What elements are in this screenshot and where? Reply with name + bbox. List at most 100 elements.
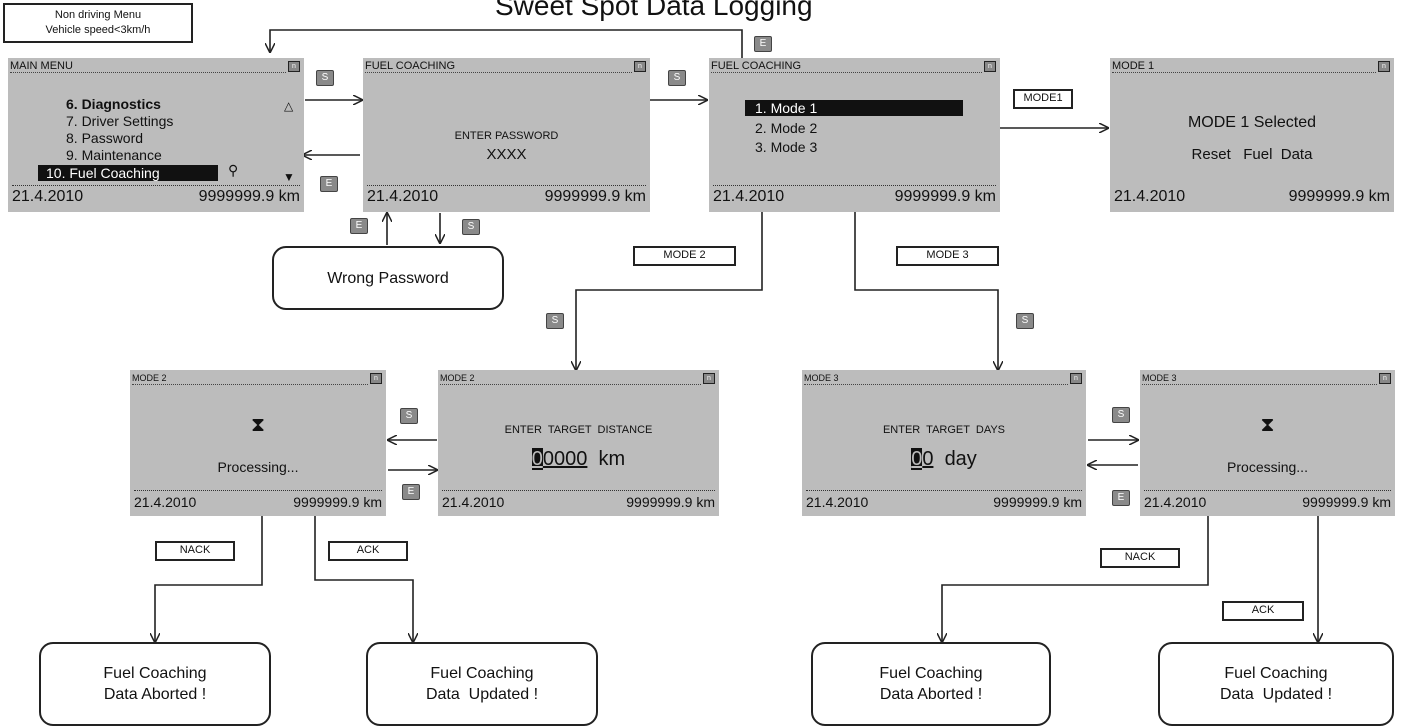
display-status-icon: n <box>1378 61 1390 72</box>
key-s-icon: S <box>1016 313 1034 329</box>
aborted-line-2: Data Aborted ! <box>879 686 983 703</box>
key-s-icon: S <box>546 313 564 329</box>
condition-note: Non driving Menu Vehicle speed<3km/h <box>3 3 193 43</box>
menu-item-password[interactable]: 8. Password <box>66 130 144 146</box>
diagram-title: Sweet Spot Data Logging <box>495 0 813 21</box>
wrong-password-box: Wrong Password <box>272 246 504 310</box>
footer-date: 21.4.2010 <box>134 494 197 510</box>
cursor-digit[interactable]: 0 <box>911 448 923 470</box>
wrench-icon: ⚲ <box>228 162 239 178</box>
condition-line-2: Vehicle speed<3km/h <box>45 24 151 36</box>
hourglass-icon: ⧗ <box>1260 414 1275 436</box>
screen-header: MODE 1 <box>1112 60 1376 73</box>
distance-unit: km <box>598 448 626 470</box>
key-e-icon: E <box>402 484 420 500</box>
scroll-up-icon[interactable]: △ <box>284 99 294 113</box>
hourglass-icon: ⧗ <box>250 414 266 436</box>
footer-date: 21.4.2010 <box>442 494 505 510</box>
scroll-down-icon[interactable]: ▼ <box>283 170 295 184</box>
mode1-selected-text: MODE 1 Selected <box>1187 114 1317 131</box>
arrow-mode3-nack <box>942 515 1209 642</box>
display-status-icon: n <box>370 373 382 384</box>
main-menu-screen: MAIN MENU n 6. Diagnostics △ 7. Driver S… <box>8 58 304 212</box>
menu-item-fuel-coaching[interactable]: 10. Fuel Coaching <box>38 165 218 181</box>
key-e-icon: E <box>320 176 338 192</box>
distance-value: 0000 <box>542 448 588 470</box>
target-distance-field[interactable]: 00000 km <box>438 448 719 471</box>
fuel-coaching-screen: FUEL COACHING n 1. Mode 1 2. Mode 2 3. M… <box>709 58 1000 212</box>
cursor-digit[interactable]: 0 <box>531 448 543 470</box>
screen-header: FUEL COACHING <box>365 60 632 73</box>
aborted-line-1: Fuel Coaching <box>879 665 983 682</box>
key-e-icon: E <box>754 36 772 52</box>
mode2-label: MODE 2 <box>633 246 736 266</box>
condition-line-1: Non driving Menu <box>54 9 142 21</box>
target-days-field[interactable]: 00 day <box>802 448 1086 471</box>
days-unit: day <box>944 448 977 470</box>
screen-header: MODE 2 <box>440 372 701 385</box>
key-e-icon: E <box>350 218 368 234</box>
mode3-aborted-box: Fuel Coaching Data Aborted ! <box>811 642 1051 726</box>
footer-odometer: 9999999.9 km <box>293 494 382 510</box>
footer-date: 21.4.2010 <box>713 188 785 205</box>
arrow-mode2-ack <box>314 515 413 642</box>
ack-label: ACK <box>1222 601 1304 621</box>
key-s-icon: S <box>462 219 480 235</box>
target-distance-prompt: ENTER TARGET DISTANCE <box>504 424 653 436</box>
menu-item-maintenance[interactable]: 9. Maintenance <box>66 147 162 163</box>
mode3-processing-screen: MODE 3 n ⧗ Processing... 21.4.2010 99999… <box>1140 370 1395 516</box>
footer-date: 21.4.2010 <box>806 494 869 510</box>
aborted-line-2: Data Aborted ! <box>103 686 207 703</box>
updated-line-1: Fuel Coaching <box>430 665 534 682</box>
mode3-input-screen: MODE 3 n ENTER TARGET DAYS 00 day 21.4.2… <box>802 370 1086 516</box>
footer-odometer: 9999999.9 km <box>993 494 1082 510</box>
mode-1-option[interactable]: 1. Mode 1 <box>745 100 963 116</box>
footer-date: 21.4.2010 <box>12 188 84 205</box>
screen-header: FUEL COACHING <box>711 60 982 73</box>
password-prompt: ENTER PASSWORD <box>454 130 559 142</box>
password-field[interactable]: XXXX <box>486 146 527 163</box>
footer-date: 21.4.2010 <box>1114 188 1186 205</box>
arrow-coaching-to-mode3 <box>854 212 998 370</box>
footer-date: 21.4.2010 <box>367 188 439 205</box>
display-status-icon: n <box>1070 373 1082 384</box>
loop-arrow <box>270 29 743 58</box>
display-status-icon: n <box>984 61 996 72</box>
footer-odometer: 9999999.9 km <box>198 188 300 205</box>
updated-line-2: Data Updated ! <box>1219 686 1333 703</box>
key-s-icon: S <box>316 70 334 86</box>
footer-odometer: 9999999.9 km <box>626 494 715 510</box>
aborted-line-1: Fuel Coaching <box>103 665 207 682</box>
days-value: 0 <box>922 448 934 470</box>
footer-odometer: 9999999.9 km <box>1288 188 1390 205</box>
processing-text: Processing... <box>217 459 299 475</box>
key-e-icon: E <box>1112 490 1130 506</box>
ack-label: ACK <box>328 541 408 561</box>
mode3-label: MODE 3 <box>896 246 999 266</box>
menu-item-diagnostics[interactable]: 6. Diagnostics <box>66 96 161 112</box>
display-status-icon: n <box>634 61 646 72</box>
mode-3-option[interactable]: 3. Mode 3 <box>755 139 818 155</box>
screen-header: MODE 3 <box>804 372 1068 385</box>
screen-header: MAIN MENU <box>10 60 286 73</box>
key-s-icon: S <box>668 70 686 86</box>
key-s-icon: S <box>400 408 418 424</box>
menu-item-driver-settings[interactable]: 7. Driver Settings <box>66 113 174 129</box>
footer-odometer: 9999999.9 km <box>1302 494 1391 510</box>
display-status-icon: n <box>703 373 715 384</box>
mode2-aborted-box: Fuel Coaching Data Aborted ! <box>39 642 271 726</box>
footer-odometer: 9999999.9 km <box>894 188 996 205</box>
updated-line-2: Data Updated ! <box>425 686 539 703</box>
footer-odometer: 9999999.9 km <box>544 188 646 205</box>
processing-text: Processing... <box>1227 459 1308 475</box>
mode1-label: MODE1 <box>1013 89 1073 109</box>
nack-label: NACK <box>1100 548 1180 568</box>
mode2-processing-screen: MODE 2 n ⧗ Processing... 21.4.2010 99999… <box>130 370 386 516</box>
password-screen: FUEL COACHING n ENTER PASSWORD XXXX 21.4… <box>363 58 650 212</box>
key-s-icon: S <box>1112 407 1130 423</box>
arrow-coaching-to-mode2 <box>576 212 763 370</box>
screen-header: MODE 2 <box>132 372 368 385</box>
wrong-password-text: Wrong Password <box>327 269 449 287</box>
target-days-prompt: ENTER TARGET DAYS <box>882 424 1006 436</box>
mode-2-option[interactable]: 2. Mode 2 <box>755 120 818 136</box>
